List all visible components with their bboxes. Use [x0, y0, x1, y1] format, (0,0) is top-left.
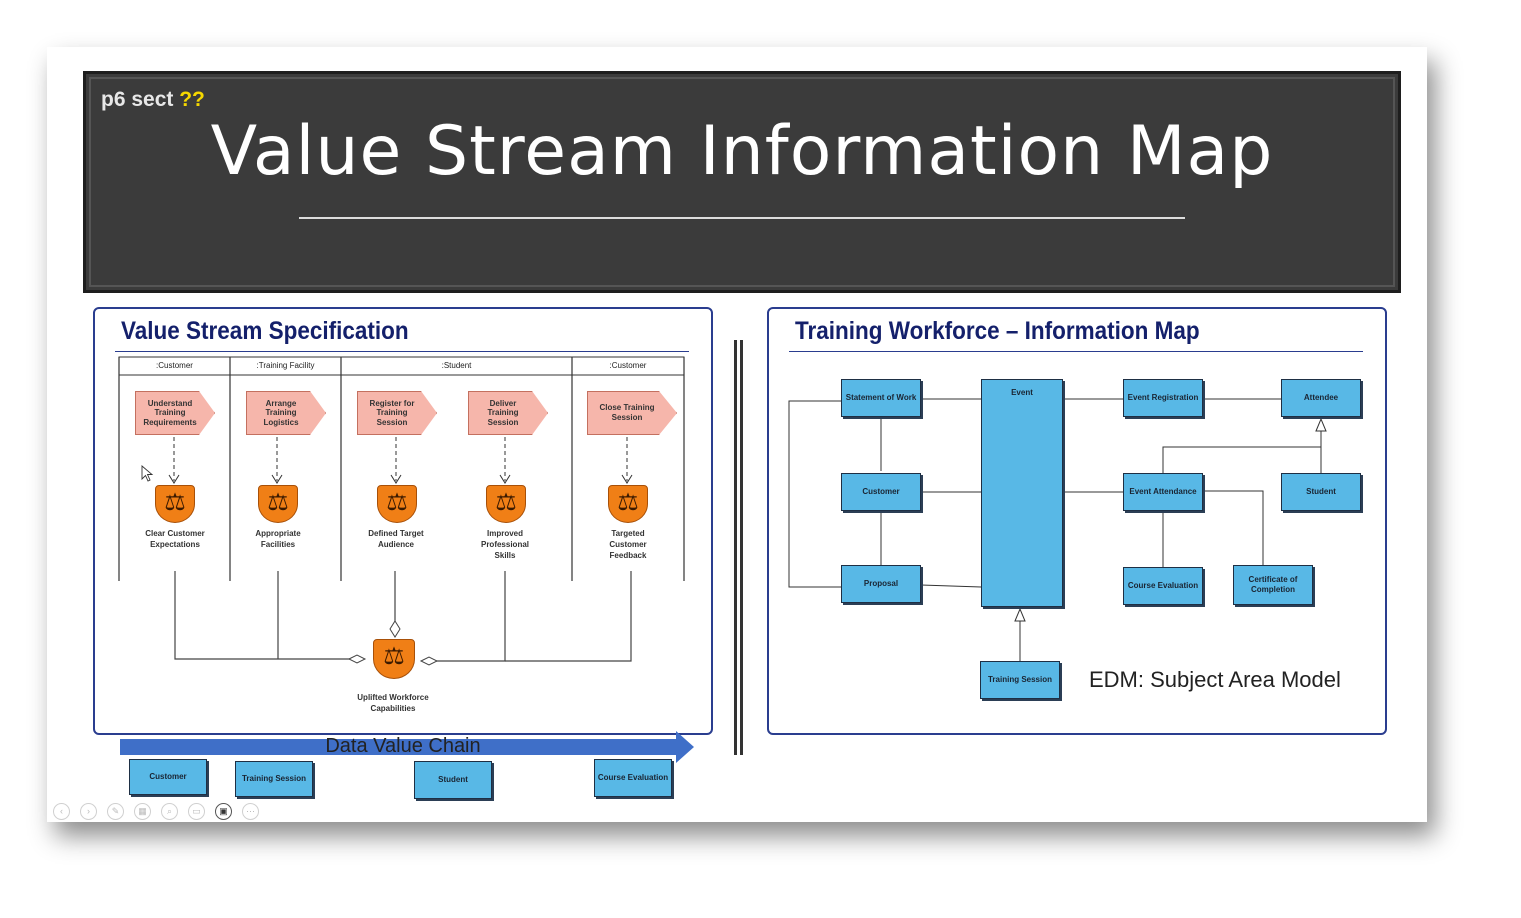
scale-icon[interactable]: ⚖ [258, 485, 298, 523]
information-map-panel: Training Workforce – Information Map [767, 307, 1387, 735]
section-mark: ?? [179, 88, 205, 111]
value-stream-title: Value Stream Specification [121, 317, 409, 345]
lane-header-student: :Student [441, 361, 472, 370]
lane-header-customer-2: :Customer [609, 361, 647, 370]
panel-divider [734, 340, 743, 755]
slides-grid-icon[interactable]: ▦ [134, 803, 151, 820]
data-value-chain-arrow [120, 731, 694, 763]
value-stream-panel: Value Stream Specification [93, 307, 713, 735]
zoom-icon[interactable]: ⌕ [161, 803, 178, 820]
section-prefix: p6 sect [101, 88, 174, 111]
scale-icon[interactable]: ⚖ [377, 485, 417, 523]
outcome-appropriate-facilities: Appropriate Facilities [255, 529, 301, 549]
title-underline [299, 217, 1185, 219]
information-map-title: Training Workforce – Information Map [795, 317, 1200, 345]
entity-course-evaluation[interactable]: Course Evaluation [1123, 567, 1203, 605]
entity-event-registration[interactable]: Event Registration [1123, 379, 1203, 417]
final-outcome-label: Uplifted Workforce Capabilities [357, 693, 429, 713]
outcome-clear-expectations: Clear Customer Expectations [145, 529, 205, 549]
stage-understand-requirements[interactable]: Understand Training Requirements [135, 391, 215, 435]
outcome-defined-audience: Defined Target Audience [368, 529, 424, 549]
title-bar: p6 sect ?? Value Stream Information Map [83, 71, 1401, 293]
entity-customer[interactable]: Customer [841, 473, 921, 511]
outcome-improved-skills: Improved Professional Skills [480, 529, 529, 560]
cursor-icon [141, 465, 154, 482]
next-slide-icon[interactable]: › [80, 803, 97, 820]
more-options-icon[interactable]: ⋯ [242, 803, 259, 820]
panel-title-rule [789, 351, 1363, 352]
scale-icon[interactable]: ⚖ [486, 485, 526, 523]
data-value-chain-label: Data Value Chain [325, 735, 481, 757]
scale-icon[interactable]: ⚖ [373, 639, 415, 679]
scale-icon[interactable]: ⚖ [155, 485, 195, 523]
lane-header-training-facility: :Training Facility [256, 361, 315, 370]
chain-entity-course-evaluation[interactable]: Course Evaluation [594, 759, 672, 797]
entity-training-session[interactable]: Training Session [980, 661, 1060, 699]
slide: p6 sect ?? Value Stream Information Map … [47, 47, 1427, 822]
entity-event[interactable]: Event [981, 379, 1063, 607]
stage-deliver-session[interactable]: Deliver Training Session [468, 391, 548, 435]
entity-statement-of-work[interactable]: Statement of Work [841, 379, 921, 417]
page-title: Value Stream Information Map [210, 112, 1274, 191]
panel-title-rule [115, 351, 689, 352]
entity-attendee[interactable]: Attendee [1281, 379, 1361, 417]
model-label: EDM: Subject Area Model [1089, 667, 1341, 692]
entity-student[interactable]: Student [1281, 473, 1361, 511]
entity-event-attendance[interactable]: Event Attendance [1123, 473, 1203, 511]
stage-register-session[interactable]: Register for Training Session [357, 391, 437, 435]
camera-icon[interactable]: ▣ [215, 803, 232, 820]
entity-proposal[interactable]: Proposal [841, 565, 921, 603]
entity-certificate-of-completion[interactable]: Certificate of Completion [1233, 565, 1313, 605]
scale-icon[interactable]: ⚖ [608, 485, 648, 523]
outcome-targeted-feedback: Targeted Customer Feedback [609, 529, 647, 560]
pen-icon[interactable]: ✎ [107, 803, 124, 820]
chain-entity-student[interactable]: Student [414, 761, 492, 799]
chain-entity-customer[interactable]: Customer [129, 759, 207, 795]
stage-close-session[interactable]: Close Training Session [587, 391, 677, 435]
previous-slide-icon[interactable]: ‹ [53, 803, 70, 820]
lane-header-customer: :Customer [156, 361, 193, 370]
presentation-toolbar: ‹ › ✎ ▦ ⌕ ▭ ▣ ⋯ [53, 803, 263, 821]
stage-arrange-logistics[interactable]: Arrange Training Logistics [246, 391, 326, 435]
chain-entity-training-session[interactable]: Training Session [235, 761, 313, 797]
subtitles-icon[interactable]: ▭ [188, 803, 205, 820]
section-tag: p6 sect ?? [101, 88, 205, 112]
